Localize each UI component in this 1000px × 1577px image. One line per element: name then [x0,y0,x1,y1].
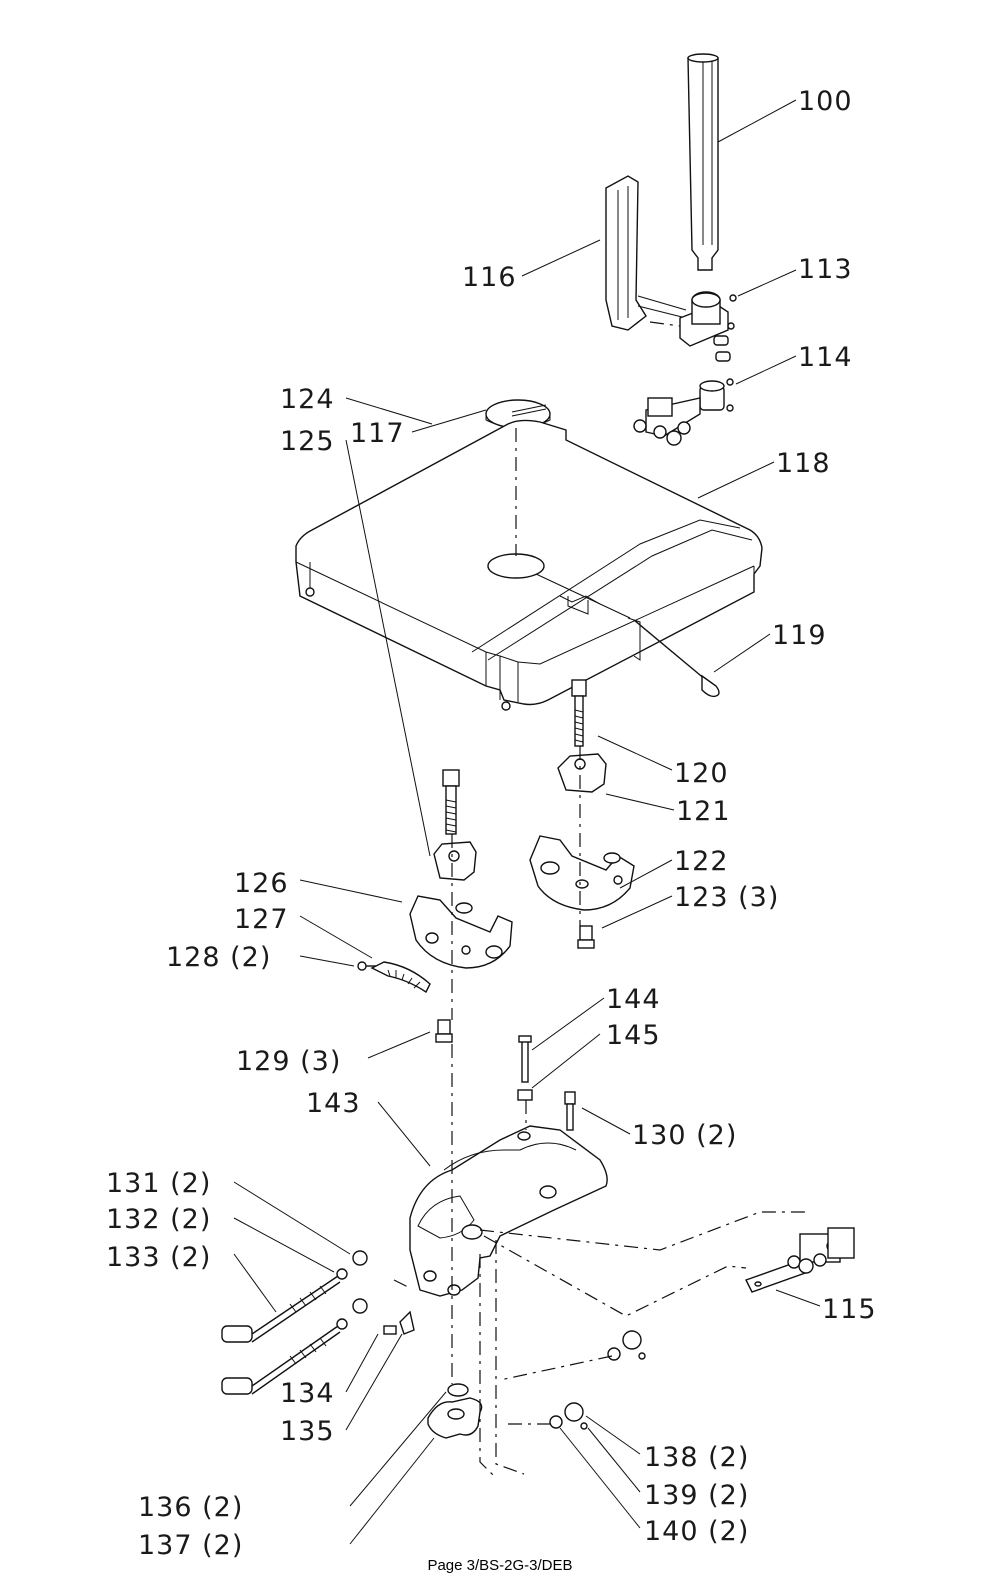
callout-119: 119 [772,620,827,651]
bolt-123 [577,925,595,949]
callout-135: 135 [280,1416,335,1447]
callout-130: 130 (2) [632,1120,737,1151]
guard-rail-116 [605,175,687,331]
table-118 [295,419,763,711]
callout-115: 115 [822,1294,877,1325]
scale-127 [370,961,431,994]
callout-126: 126 [234,868,289,899]
block-121 [557,753,607,793]
trunnion-126 [409,895,513,969]
callout-136: 136 (2) [138,1492,243,1523]
upper-guide-assembly-114 [633,378,734,446]
callout-120: 120 [674,758,729,789]
bolt-144 [518,1035,532,1083]
leader-lines [233,99,821,1545]
trunnion-122 [529,835,635,911]
callout-labels: 100 113 114 116 117 118 119 124 125 120 … [106,86,877,1561]
callout-128: 128 (2) [166,942,271,973]
nut-145 [517,1089,533,1101]
callout-137: 137 (2) [138,1530,243,1561]
callout-138: 138 (2) [644,1442,749,1473]
washer-136 [447,1383,469,1397]
bolt-120 [571,679,587,747]
callout-118: 118 [776,448,831,479]
callout-131: 131 (2) [106,1168,211,1199]
collars-138 [564,1330,642,1422]
callout-127: 127 [234,904,289,935]
callout-121: 121 [676,796,731,827]
callout-124: 124 [280,384,335,415]
callout-117: 117 [350,418,405,449]
callout-134: 134 [280,1378,335,1409]
trunnion-support-143 [409,1125,608,1297]
callout-140: 140 (2) [644,1516,749,1547]
callout-125: 125 [280,426,335,457]
callout-122: 122 [674,846,729,877]
guide-post-100 [687,53,719,271]
bolt-130 [564,1091,576,1131]
assembly-lines [393,321,808,1479]
upper-bracket-113 [679,291,737,362]
knob-137 [427,1397,483,1439]
block-125 [433,841,477,881]
callout-123: 123 (3) [674,882,779,913]
lower-guide-assembly-115 [745,1227,855,1293]
washers-140 [549,1347,621,1429]
screw-134 [383,1325,397,1335]
callout-143: 143 [306,1088,361,1119]
callout-100: 100 [798,86,853,117]
adjusting-screw-133-upper [221,1275,341,1343]
callout-139: 139 (2) [644,1480,749,1511]
callout-132: 132 (2) [106,1204,211,1235]
page-footer: Page 3/BS-2G-3/DEB [427,1557,572,1574]
set-screws-139 [580,1352,646,1430]
callout-129: 129 (3) [236,1046,341,1077]
bolt-124 [442,769,460,835]
pin-119 [633,619,720,698]
callout-114: 114 [798,342,853,373]
screw-128 [357,961,376,971]
callout-133: 133 (2) [106,1242,211,1273]
adjusting-screw-133-lower [221,1325,341,1395]
bolt-129 [435,1019,453,1043]
callout-145: 145 [606,1020,661,1051]
callout-144: 144 [606,984,661,1015]
washers-131-132 [336,1250,368,1330]
plate-135 [399,1310,415,1335]
callout-116: 116 [462,262,517,293]
callout-113: 113 [798,254,853,285]
